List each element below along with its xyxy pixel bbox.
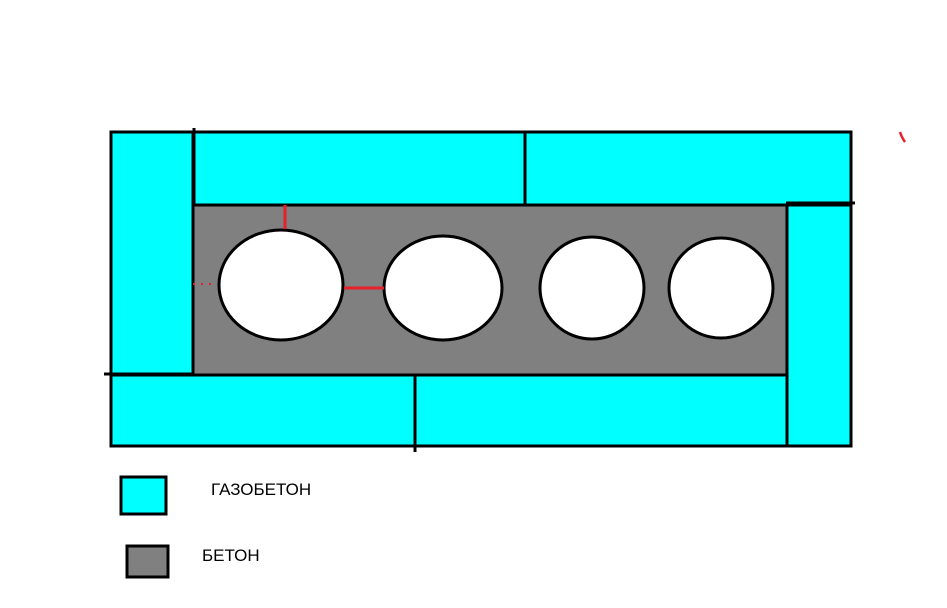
core-hole bbox=[538, 235, 646, 341]
aerated-block-top-2 bbox=[523, 130, 853, 207]
red-marker bbox=[898, 131, 907, 143]
core-hole bbox=[382, 234, 504, 342]
legend-swatch-aerated-concrete bbox=[119, 475, 168, 516]
aerated-block-top-1 bbox=[191, 130, 527, 207]
core-hole bbox=[217, 228, 345, 342]
legend-swatch-concrete bbox=[125, 544, 170, 579]
aerated-block-right bbox=[785, 203, 853, 448]
aerated-block-bottom-2 bbox=[413, 373, 789, 448]
legend-label-aerated-concrete: ГАЗОБЕТОН bbox=[211, 480, 312, 499]
legend-label-concrete: БЕТОН bbox=[202, 546, 260, 565]
aerated-block-bottom-1 bbox=[109, 373, 417, 448]
core-hole bbox=[667, 236, 775, 340]
aerated-block-left bbox=[109, 130, 195, 377]
